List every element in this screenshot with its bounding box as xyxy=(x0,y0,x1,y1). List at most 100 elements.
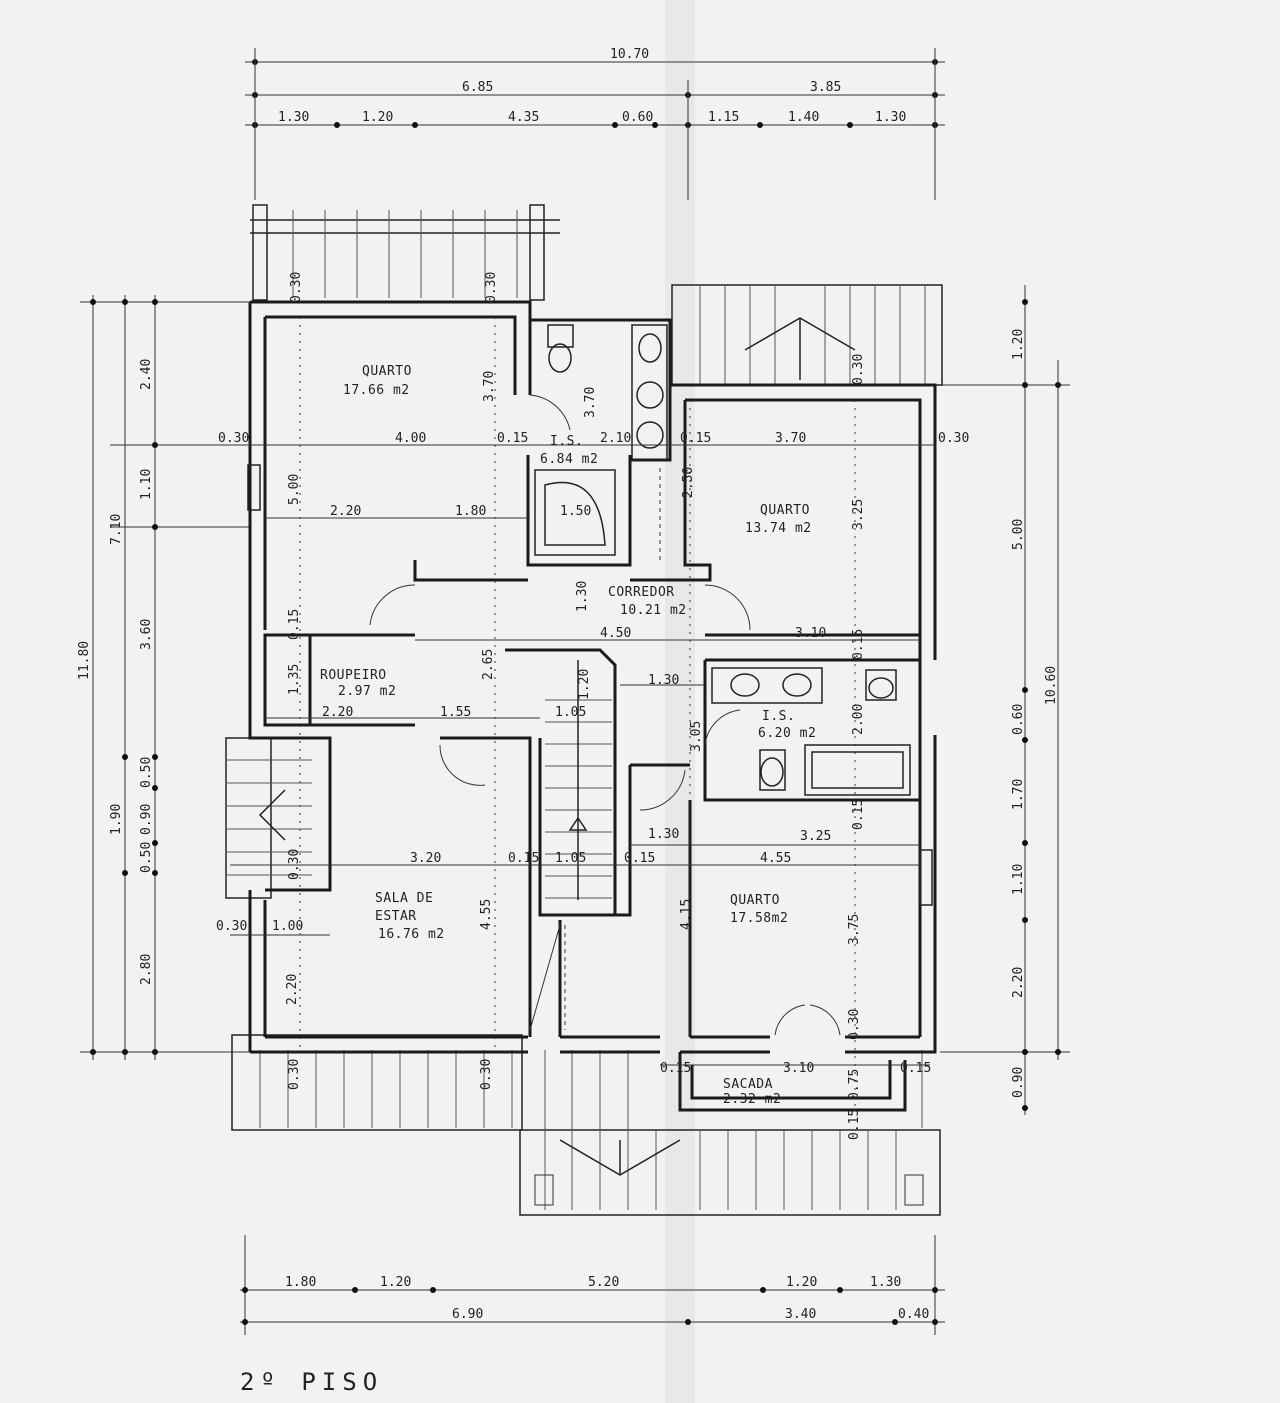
right-dimensions: 1.20 5.00 0.60 1.70 1.10 2.20 0.90 10.60 xyxy=(940,285,1070,1115)
dim-top-seg: 1.15 xyxy=(708,110,739,125)
dim-is1-height: 3.70 xyxy=(583,387,598,418)
internal-dim-lines xyxy=(230,317,935,1110)
dim-wall: 0.30 xyxy=(287,1059,302,1090)
dim-wall: 0.30 xyxy=(479,1059,494,1090)
dim-sac-height: 0.75 xyxy=(847,1069,862,1100)
dim-bottom-seg: 1.30 xyxy=(870,1275,901,1290)
room-area: 13.74 m2 xyxy=(745,521,812,536)
dim-left-seg: 0.50 xyxy=(139,842,154,873)
dim-wall: 0.30 xyxy=(218,431,249,446)
dim-wall: 0.15 xyxy=(287,609,302,640)
doors xyxy=(369,394,841,1036)
toilet-icon xyxy=(865,669,897,701)
dim-left-seg: 3.60 xyxy=(139,619,154,650)
dim-wall: 0.15 xyxy=(508,851,539,866)
dim-is1-b: 1.50 xyxy=(560,504,591,519)
room-name: ESTAR xyxy=(375,909,417,924)
dim-q3-height2: 3.75 xyxy=(847,914,862,945)
room-name: I.S. xyxy=(550,434,583,449)
room-name: SALA DE xyxy=(375,891,433,906)
dim-wall: 0.15 xyxy=(851,799,866,830)
top-dimensions: 10.70 6.85 3.85 1.30 1.20 4.35 0.60 1.15… xyxy=(245,47,945,200)
dim-top-seg: 1.30 xyxy=(875,110,906,125)
dim-wall: 0.30 xyxy=(851,354,866,385)
dim-right-seg: 1.70 xyxy=(1011,779,1026,810)
room-area: 6.84 m2 xyxy=(540,452,598,467)
dim-corr-height: 1.30 xyxy=(575,581,590,612)
dim-sala-b: 2.20 xyxy=(285,974,300,1005)
dim-roup-width: 2.20 xyxy=(322,705,353,720)
dim-wall: 0.15 xyxy=(660,1061,691,1076)
bottom-roof xyxy=(231,1034,941,1216)
dim-sac-width: 3.10 xyxy=(783,1061,814,1076)
dim-top-seg: 1.30 xyxy=(278,110,309,125)
room-area: 17.58m2 xyxy=(730,911,788,926)
dim-wall: 0.15 xyxy=(900,1061,931,1076)
dim-q3-b: 3.25 xyxy=(800,829,831,844)
dim-bottom-left: 6.90 xyxy=(452,1307,483,1322)
dim-top-left: 6.85 xyxy=(462,80,493,95)
dim-q1-height2: 5.00 xyxy=(287,474,302,505)
room-area: 17.66 m2 xyxy=(343,383,410,398)
dim-q1-a: 2.20 xyxy=(330,504,361,519)
dim-bottom-seg: 1.80 xyxy=(285,1275,316,1290)
dim-bottom-seg: 1.20 xyxy=(786,1275,817,1290)
sink-icon xyxy=(730,673,760,697)
top-pergola xyxy=(250,204,560,301)
dim-right-seg: 0.60 xyxy=(1011,704,1026,735)
dim-left-seg: 2.80 xyxy=(139,954,154,985)
dim-right-seg: 0.90 xyxy=(1011,1067,1026,1098)
dim-q2-height: 3.25 xyxy=(851,499,866,530)
toilet-icon xyxy=(759,749,786,791)
dim-stair-a: 1.20 xyxy=(577,669,592,700)
dim-roup-height: 1.35 xyxy=(287,664,302,695)
left-dimensions: 11.80 7.10 1.90 2.40 1.10 3.60 0.50 0.90… xyxy=(77,295,250,1060)
dim-is2-height: 3.05 xyxy=(689,721,704,752)
paper-fold xyxy=(665,0,695,1403)
room-area: 2.32 m2 xyxy=(723,1092,781,1107)
dim-wall: 0.30 xyxy=(216,919,247,934)
dim-left-seg: 1.10 xyxy=(139,469,154,500)
page-title: 2º PISO xyxy=(240,1368,383,1396)
dim-left-main: 7.10 xyxy=(109,514,124,545)
dim-sala-height: 4.55 xyxy=(479,899,494,930)
dim-wall: 0.15 xyxy=(851,629,866,660)
dim-q3-a: 1.30 xyxy=(648,827,679,842)
dim-left-seg: 0.50 xyxy=(139,757,154,788)
dim-stair-c: 1.30 xyxy=(648,673,679,688)
dim-q1-b: 1.80 xyxy=(455,504,486,519)
room-name: SACADA xyxy=(723,1077,773,1092)
room-name: CORREDOR xyxy=(608,585,675,600)
dim-top-seg: 1.20 xyxy=(362,110,393,125)
bathtub-icon xyxy=(804,744,911,796)
dim-wall: 0.15 xyxy=(680,431,711,446)
room-name: ROUPEIRO xyxy=(320,668,387,683)
dim-left-190: 1.90 xyxy=(109,804,124,835)
dim-top-seg: 0.60 xyxy=(622,110,653,125)
room-name: I.S. xyxy=(762,709,795,724)
dim-bottom-small: 0.40 xyxy=(898,1307,929,1322)
dim-left-total: 11.80 xyxy=(77,641,92,680)
room-area: 6.20 m2 xyxy=(758,726,816,741)
dim-wall: 0.30 xyxy=(289,272,304,303)
dim-right-seg: 1.10 xyxy=(1011,864,1026,895)
room-name: QUARTO xyxy=(362,364,412,379)
bathtub-icon xyxy=(534,469,616,556)
dim-q2-width: 3.70 xyxy=(775,431,806,446)
dim-wall: 0.15 xyxy=(624,851,655,866)
dim-right-seg: 5.00 xyxy=(1011,519,1026,550)
interior-walls xyxy=(263,318,922,1039)
top-right-roof xyxy=(671,284,943,386)
dim-roup-b: 1.55 xyxy=(440,705,471,720)
dim-wall: 0.30 xyxy=(847,1009,862,1040)
dim-stair-b2: 1.05 xyxy=(555,851,586,866)
dim-right-total: 10.60 xyxy=(1044,666,1059,705)
fixtures xyxy=(534,324,911,1030)
dim-bottom-seg: 5.20 xyxy=(588,1275,619,1290)
dim-top-right: 3.85 xyxy=(810,80,841,95)
dim-is1-width: 2.10 xyxy=(600,431,631,446)
dim-wall: 0.15 xyxy=(497,431,528,446)
dim-corr-c: 2.65 xyxy=(481,649,496,680)
room-area: 16.76 m2 xyxy=(378,927,445,942)
